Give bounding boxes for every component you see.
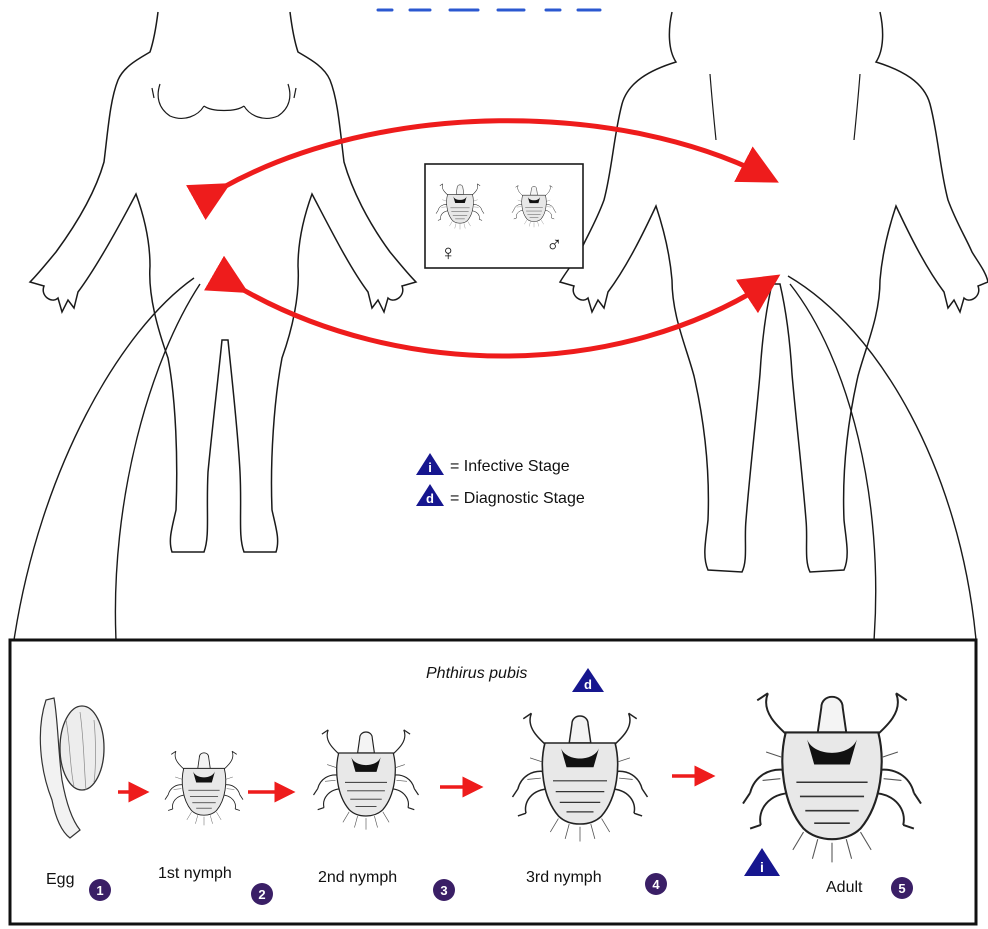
stage-label-1st-nymph: 1st nymph <box>158 865 232 882</box>
left-magnification-curve-inner <box>115 284 200 640</box>
stage-number-2: 2 <box>258 887 265 902</box>
stage-label-3rd-nymph: 3rd nymph <box>526 869 602 886</box>
male-symbol: ♂ <box>546 232 563 257</box>
stage-label-egg: Egg <box>46 871 74 888</box>
stage-badge-4: 4 <box>645 873 667 895</box>
female-body-details <box>152 84 296 118</box>
transmission-arrow-lower <box>240 280 772 356</box>
stage-badge-1: 1 <box>89 879 111 901</box>
diagnostic-triangle-symbol: d <box>426 491 434 506</box>
stage-number-4: 4 <box>652 877 660 892</box>
female-body-outline <box>30 12 416 552</box>
right-magnification-curve-outer <box>788 276 976 640</box>
infective-triangle-symbol: i <box>428 460 432 475</box>
stage-label-2nd-nymph: 2nd nymph <box>318 869 397 886</box>
adult-infective-symbol: i <box>760 859 764 875</box>
infective-stage-label: = Infective Stage <box>450 458 570 475</box>
species-diagnostic-symbol: d <box>584 677 592 692</box>
stage-badge-5: 5 <box>891 877 913 899</box>
male-body-outline <box>560 12 988 572</box>
stage-number-3: 3 <box>440 883 447 898</box>
stage-badge-3: 3 <box>433 879 455 901</box>
legend: i = Infective Stage d = Diagnostic Stage <box>416 453 585 507</box>
stage-number-5: 5 <box>898 881 905 896</box>
stage-badge-2: 2 <box>251 883 273 905</box>
species-title: Phthirus pubis <box>426 665 527 682</box>
left-magnification-curve-outer <box>14 278 194 640</box>
stage-label-adult: Adult <box>826 879 863 896</box>
stage-number-1: 1 <box>96 883 103 898</box>
female-symbol: ♀ <box>440 240 457 265</box>
diagnostic-stage-label: = Diagnostic Stage <box>450 490 585 507</box>
male-body-details <box>710 74 860 140</box>
right-magnification-curve-inner <box>790 284 876 640</box>
